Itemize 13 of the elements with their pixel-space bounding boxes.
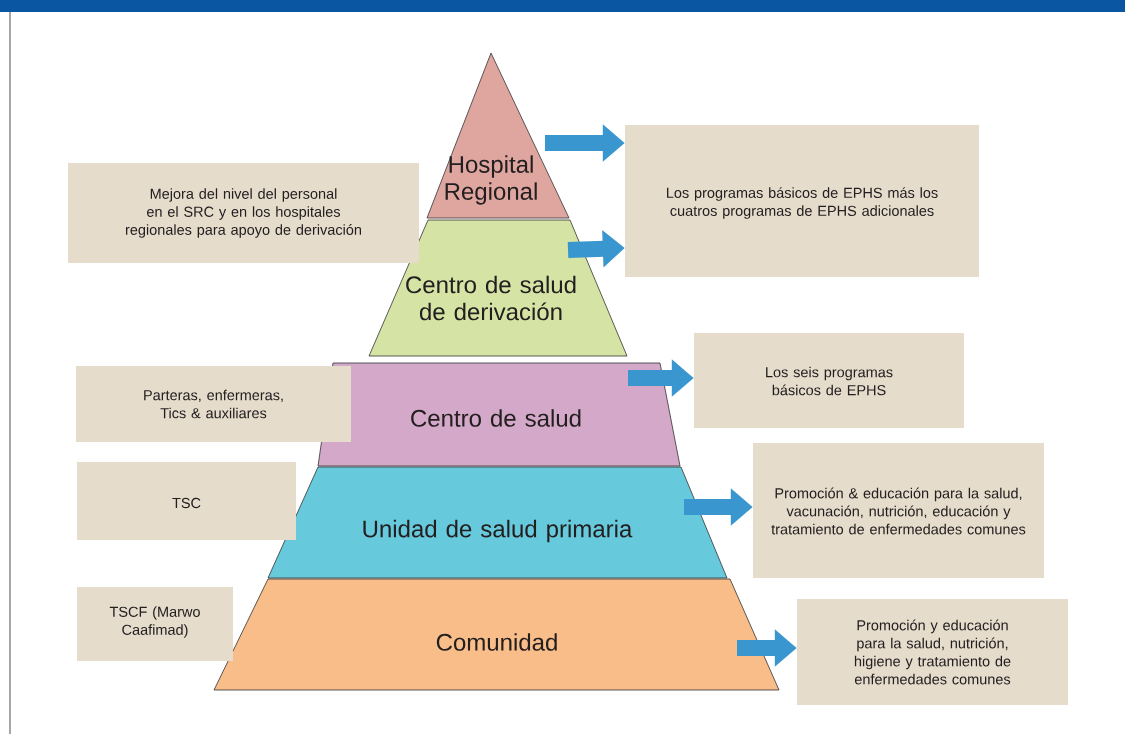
pyramid-tier: Centro de salud [317, 362, 681, 467]
text-box: Los seis programas básicos de EPHS [694, 333, 964, 428]
text-box: Mejora del nivel del personal en el SRC y en los hospitales regionales para apoyo de derivación [68, 163, 419, 263]
text-box: Promoción & educación para la salud, vacunación, nutrición, educación y tratamiento de enfermedades comunes [753, 443, 1044, 578]
text-box: Promoción y educación para la salud, nutrición, higiene y tratamiento de enfermedades comunes [797, 599, 1068, 705]
text-box: Los programas básicos de EPHS más los cuatros programas de EPHS adicionales [625, 125, 979, 277]
text-box: TSC [77, 462, 296, 540]
pyramid-tier: Comunidad [213, 578, 780, 691]
text-box: TSCF (Marwo Caafimad) [77, 587, 233, 661]
pyramid-tier: Centro de salud de derivación [368, 219, 628, 357]
text-box: Parteras, enfermeras, Tics & auxiliares [76, 366, 351, 442]
pyramid-tier: Unidad de salud primaria [267, 466, 728, 579]
pyramid-tier: Hospital Regional [426, 52, 570, 219]
